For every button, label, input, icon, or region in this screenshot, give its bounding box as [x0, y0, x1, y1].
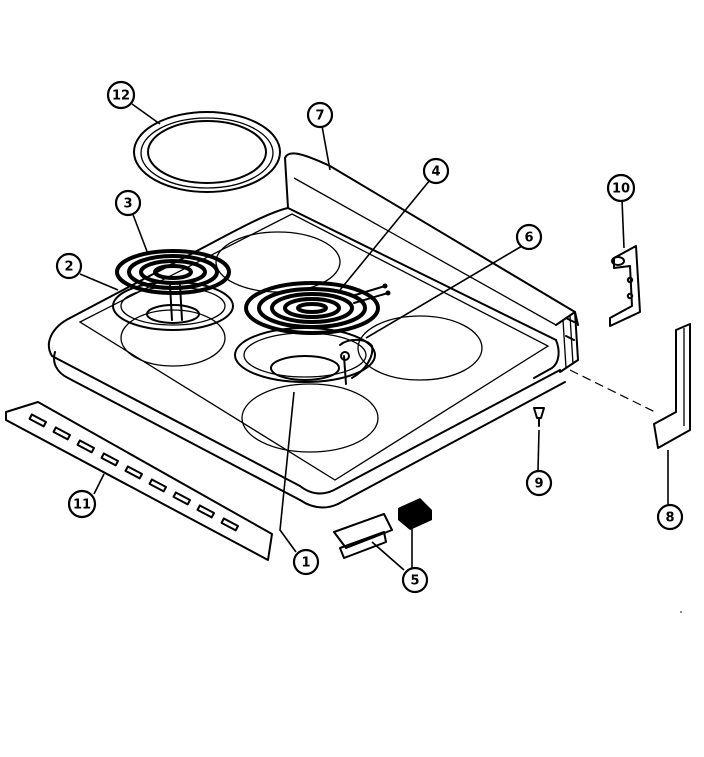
callout-label-7: 7: [315, 109, 324, 124]
callout-9: 9: [525, 469, 553, 497]
surface-element-small: [115, 249, 231, 321]
callout-7: 7: [306, 101, 334, 129]
callout-2: 2: [55, 252, 83, 280]
surface-element-large: [244, 281, 391, 335]
callout-label-11: 11: [73, 498, 91, 513]
callout-label-2: 2: [64, 260, 73, 275]
scan-speck: [680, 611, 682, 613]
callout-label-5: 5: [410, 574, 419, 589]
element-receptacle: [339, 338, 374, 385]
callout-3: 3: [114, 189, 142, 217]
assembly-line: [569, 369, 656, 413]
callout-label-1: 1: [301, 556, 310, 571]
cooktop: [47, 152, 579, 509]
callout-label-3: 3: [123, 197, 132, 212]
callout-label-12: 12: [112, 89, 130, 104]
callout-8: 8: [656, 503, 684, 531]
callout-5: 5: [401, 566, 429, 594]
drip-bowl-small: [112, 281, 234, 331]
callout-12: 12: [106, 80, 136, 110]
callout-label-10: 10: [612, 182, 630, 197]
callout-label-6: 6: [524, 231, 533, 246]
callout-6: 6: [515, 223, 543, 251]
callout-4: 4: [422, 157, 450, 185]
hinge-bracket: [609, 245, 641, 327]
drip-bowl-large: [234, 327, 376, 383]
callout-label-9: 9: [534, 477, 543, 492]
callout-label-4: 4: [431, 165, 440, 180]
callout-11: 11: [67, 489, 97, 519]
callout-10: 10: [606, 173, 636, 203]
callout-1: 1: [292, 548, 320, 576]
leader-lines: [79, 103, 669, 571]
trim-ring: [133, 111, 281, 193]
callout-label-8: 8: [665, 511, 674, 526]
front-trim-strip: [5, 401, 273, 561]
side-trim: [653, 323, 691, 449]
trim-slots: [28, 413, 240, 532]
receptacle-block: [333, 498, 432, 559]
screw: [533, 407, 545, 427]
